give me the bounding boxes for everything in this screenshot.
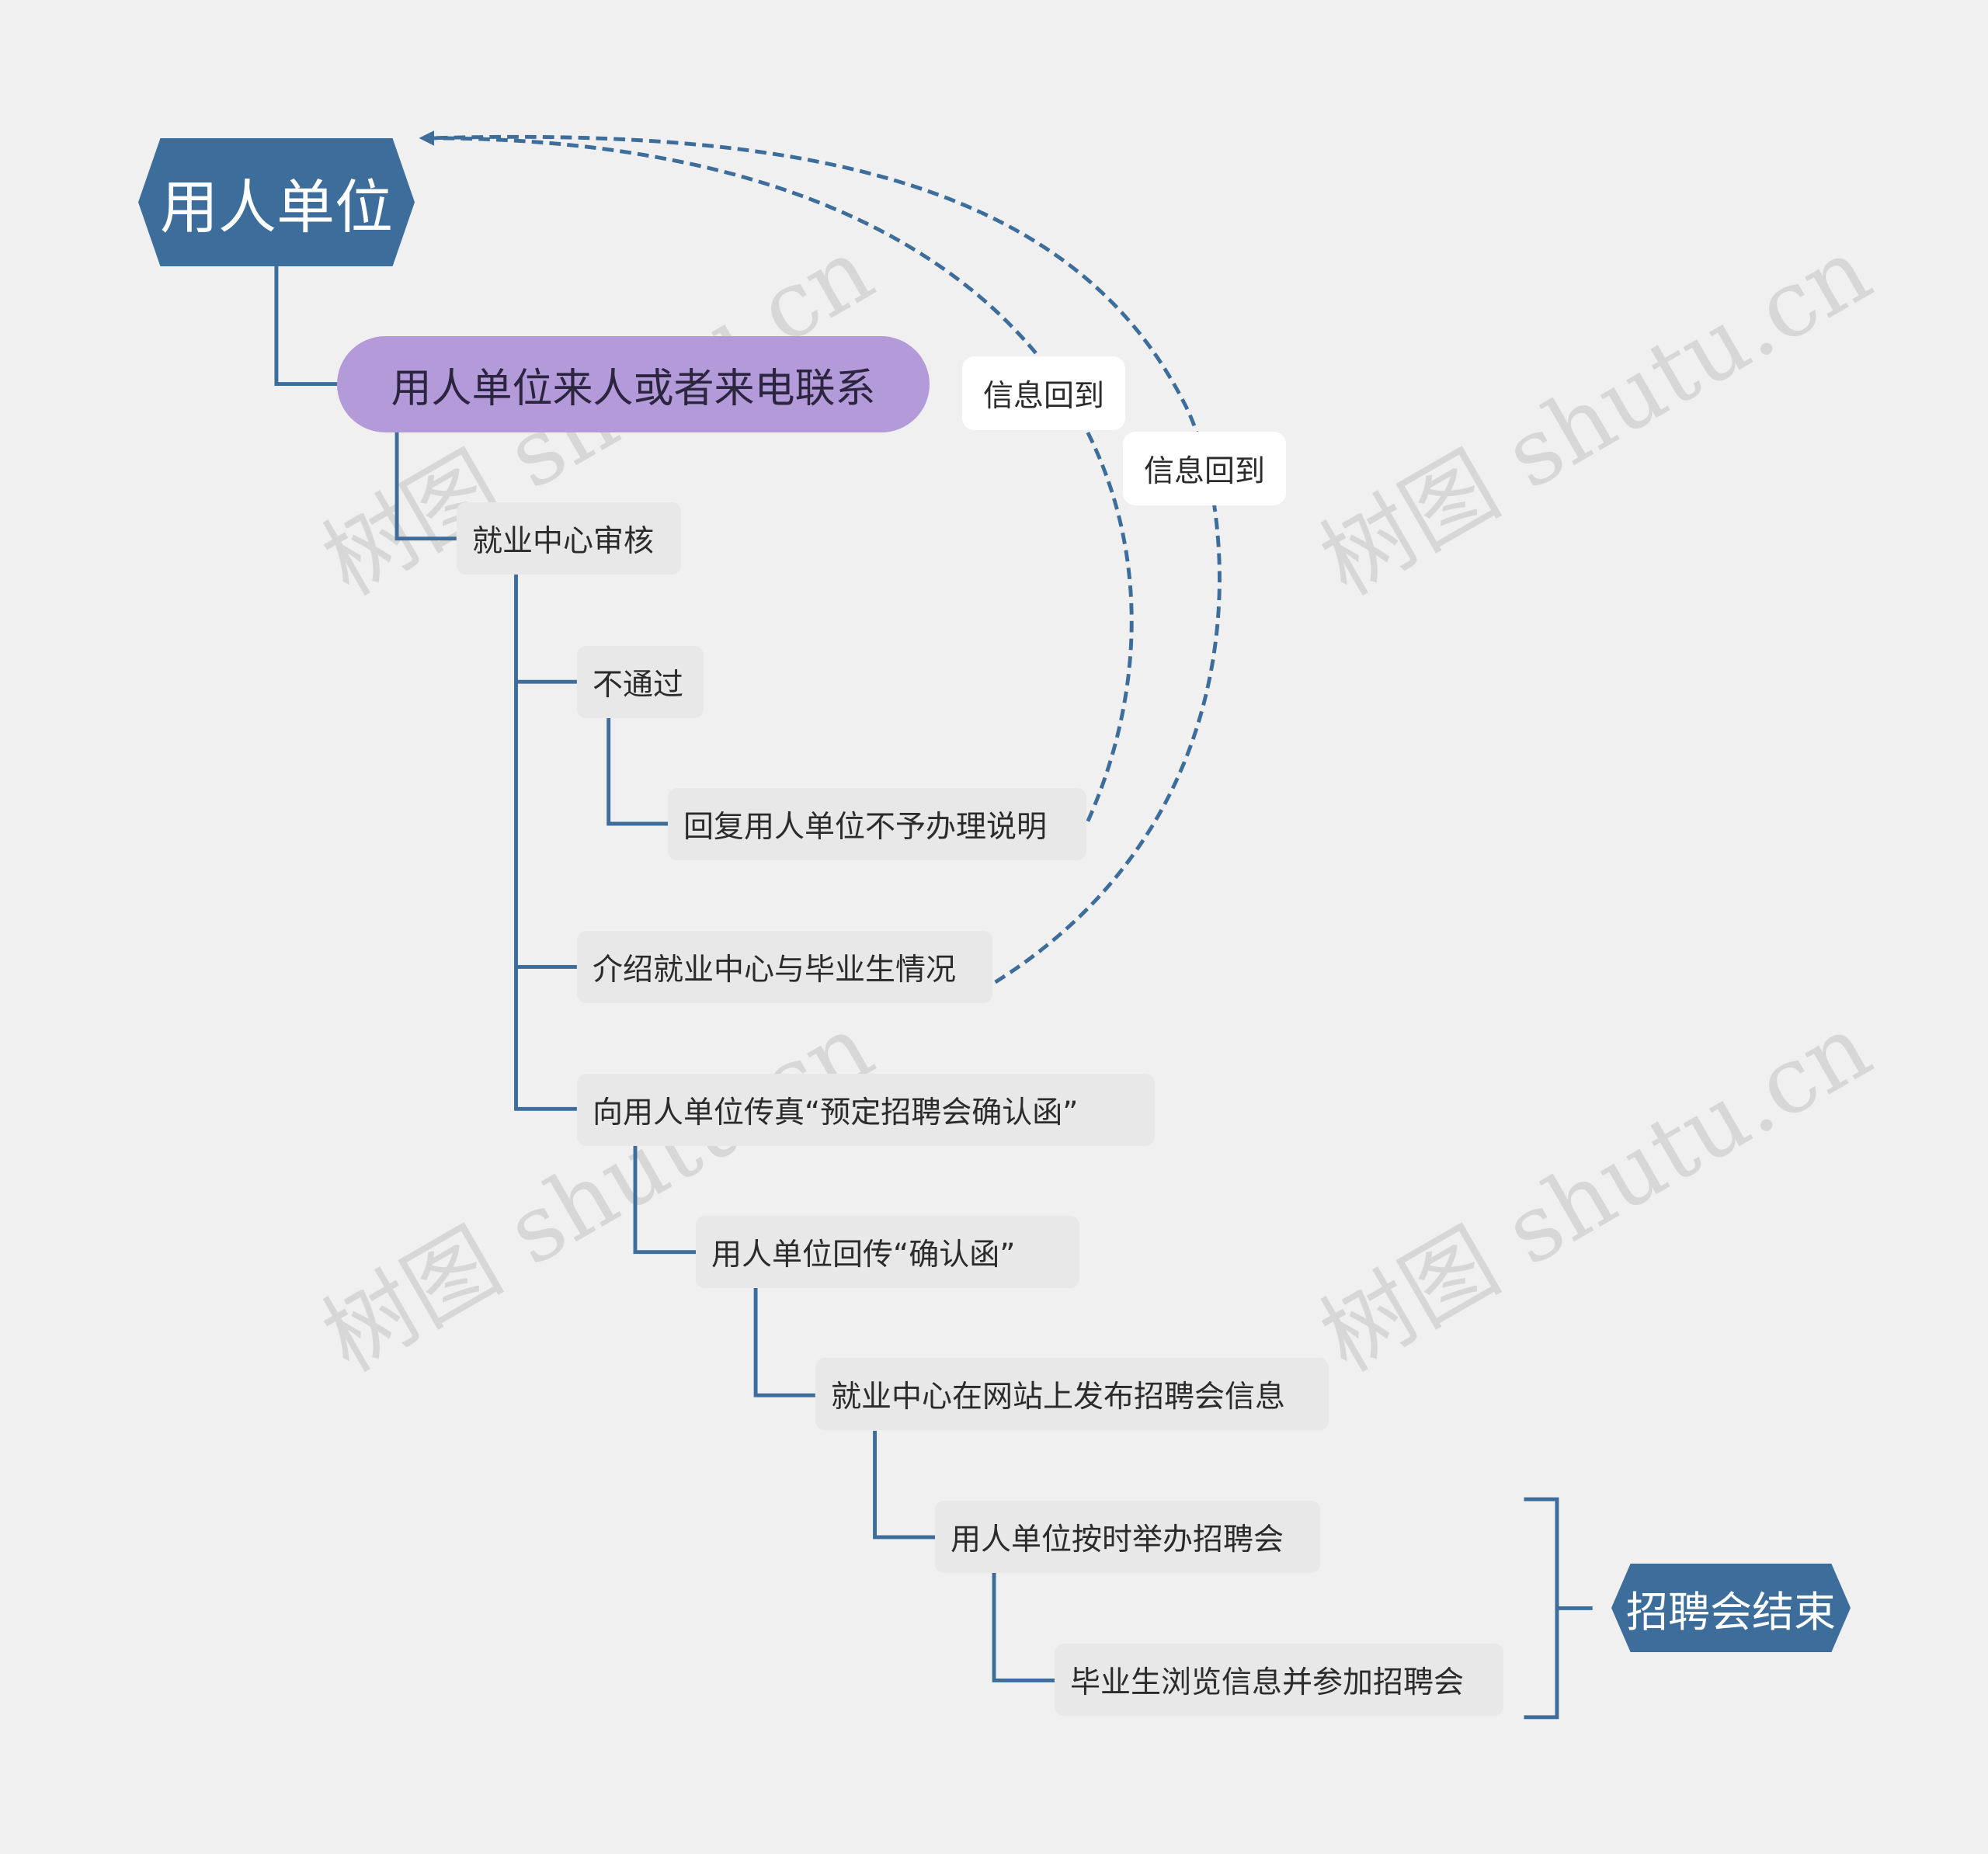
contact-node[interactable]: 用人单位来人或者来电联系 (337, 336, 930, 432)
connector-publish-hold (873, 1430, 936, 1540)
watermark: 树图 shutu.cn (305, 992, 890, 1392)
watermark: 树图 shutu.cn (1303, 216, 1888, 616)
introduce-node[interactable]: 介绍就业中心与毕业生情况 (577, 931, 992, 1003)
connector-reject-reply (606, 717, 669, 826)
connector-review-children (514, 574, 577, 1111)
reply-node[interactable]: 回复用人单位不予办理说明 (668, 788, 1086, 860)
return-fax-node[interactable]: 用人单位回传“确认函” (696, 1216, 1079, 1288)
connector-contact-review (394, 430, 457, 541)
connector-root-contact (274, 266, 338, 387)
connector-fax-return (633, 1144, 697, 1255)
connector-return-publish (753, 1287, 815, 1397)
relation-reply-to-root (419, 130, 1134, 822)
fax-node[interactable]: 向用人单位传真“预定招聘会确认函” (577, 1074, 1155, 1146)
watermark: 树图 shutu.cn (1303, 992, 1888, 1392)
reject-node[interactable]: 不通过 (577, 646, 704, 718)
connector-hold-attend (992, 1572, 1055, 1682)
publish-node[interactable]: 就业中心在网站上发布招聘会信息 (815, 1358, 1329, 1430)
end-node[interactable]: 招聘会结束 (1611, 1564, 1851, 1652)
relation-label-reply: 信息回到 (962, 356, 1125, 430)
bracket-summary (1524, 1497, 1593, 1720)
review-node[interactable]: 就业中心审核 (457, 502, 681, 575)
root-node[interactable]: 用人单位 (138, 138, 415, 266)
hold-fair-node[interactable]: 用人单位按时举办招聘会 (935, 1501, 1320, 1573)
attend-node[interactable]: 毕业生浏览信息并参加招聘会 (1055, 1644, 1503, 1716)
relation-label-introduce: 信息回到 (1123, 432, 1286, 505)
